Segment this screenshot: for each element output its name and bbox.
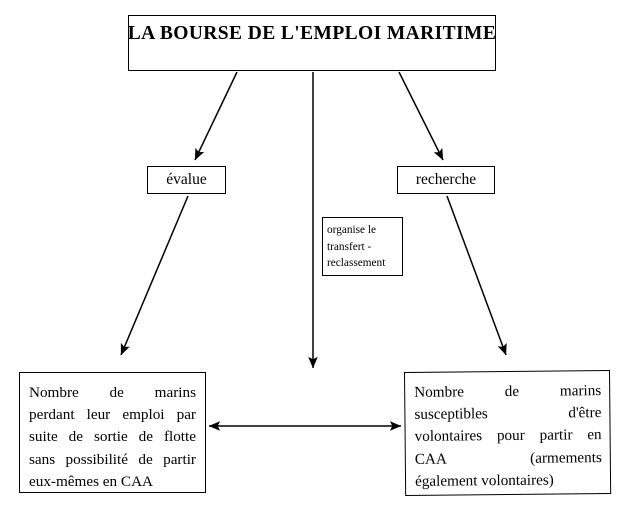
node-transfert-line-1: organise le — [327, 224, 377, 236]
page-title: LA BOURSE DE L'EMPLOI MARITIME — [127, 23, 497, 44]
node-transfert-reclassement: organise le transfert - reclassement — [322, 217, 403, 276]
node-left-box-line-4: sans possibilité de partir — [29, 450, 196, 468]
arrow-evalue-to-left-box — [120, 195, 189, 356]
node-left-box-line-1: Nombre de marins — [29, 384, 196, 401]
node-right-box-line-5: également volontaires) — [414, 471, 554, 490]
arrow-recherche-to-right-box — [446, 195, 507, 356]
arrow-title-to-recherche — [398, 71, 444, 161]
node-evalue: évalue — [147, 166, 226, 194]
node-right-box: Nombre de marins susceptibles d'être vol… — [404, 370, 612, 496]
node-recherche-label: recherche — [415, 171, 477, 189]
node-transfert-line-3: reclassement — [327, 257, 386, 270]
node-left-box-line-3: suite de sortie de flotte — [29, 428, 196, 446]
node-right-box-line-1: Nombre de marins — [414, 382, 602, 401]
node-transfert-line-2: transfert - — [327, 240, 372, 253]
arrow-title-to-evalue — [194, 71, 238, 161]
node-left-box: Nombre de marins perdant leur emploi par… — [19, 372, 206, 493]
node-right-box-line-4: CAA (armements — [414, 448, 602, 468]
title-box: LA BOURSE DE L'EMPLOI MARITIME — [128, 15, 496, 71]
node-left-box-line-5: eux-mêmes en CAA — [29, 472, 153, 490]
node-left-box-line-2: perdant leur emploi par — [29, 406, 196, 424]
node-recherche: recherche — [397, 166, 495, 194]
node-right-box-wrapper: Nombre de marins susceptibles d'être vol… — [402, 362, 612, 500]
node-right-box-line-3: volontaires pour partir en — [414, 426, 602, 446]
node-right-box-line-2: susceptibles d'être — [414, 404, 602, 424]
node-evalue-label: évalue — [166, 171, 207, 189]
